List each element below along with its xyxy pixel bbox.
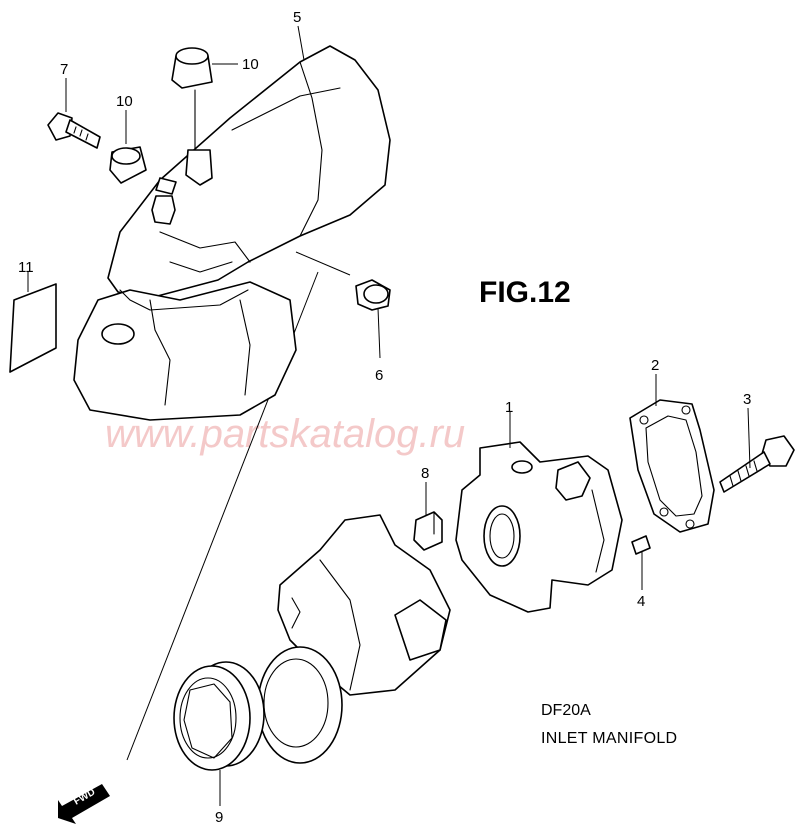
forward-direction-marker: FWD (58, 784, 110, 824)
throttle-body-housing (73, 281, 297, 421)
grommet-part-10-lower[interactable] (109, 146, 147, 184)
callout-4: 4 (637, 593, 645, 610)
seal-strip-part-11[interactable] (9, 283, 57, 373)
block-part-8[interactable] (413, 511, 443, 551)
callout-9: 9 (215, 809, 223, 826)
callout-7: 7 (60, 61, 68, 78)
callout-11: 11 (18, 259, 34, 276)
model-label: DF20A (541, 702, 591, 719)
throttle-body-part-1[interactable] (455, 441, 623, 613)
cap-part-6[interactable] (355, 279, 391, 311)
figure-title: FIG.12 (479, 276, 571, 309)
bolt-part-7[interactable] (47, 112, 101, 149)
callout-1: 1 (505, 399, 513, 416)
callout-leaders (27, 25, 751, 806)
callout-6: 6 (375, 367, 383, 384)
diagram-caption: INLET MANIFOLD (541, 730, 678, 747)
pin-part-4[interactable] (631, 535, 651, 555)
grommet-part-10-upper[interactable] (171, 47, 213, 89)
bolt-part-3[interactable] (719, 435, 795, 493)
gasket-part-2[interactable] (629, 399, 715, 533)
callout-8: 8 (421, 465, 429, 482)
pulley-part-9[interactable] (173, 661, 265, 771)
callout-3: 3 (743, 391, 751, 408)
silencer-case-part[interactable] (107, 45, 391, 299)
callout-10-left: 10 (116, 93, 133, 110)
callout-10-top: 10 (242, 56, 259, 73)
callout-numbers: 5 7 10 10 11 6 1 2 3 8 4 9 (18, 9, 751, 826)
callout-5: 5 (293, 9, 301, 26)
callout-2: 2 (651, 357, 659, 374)
intake-manifold-body (257, 514, 451, 764)
